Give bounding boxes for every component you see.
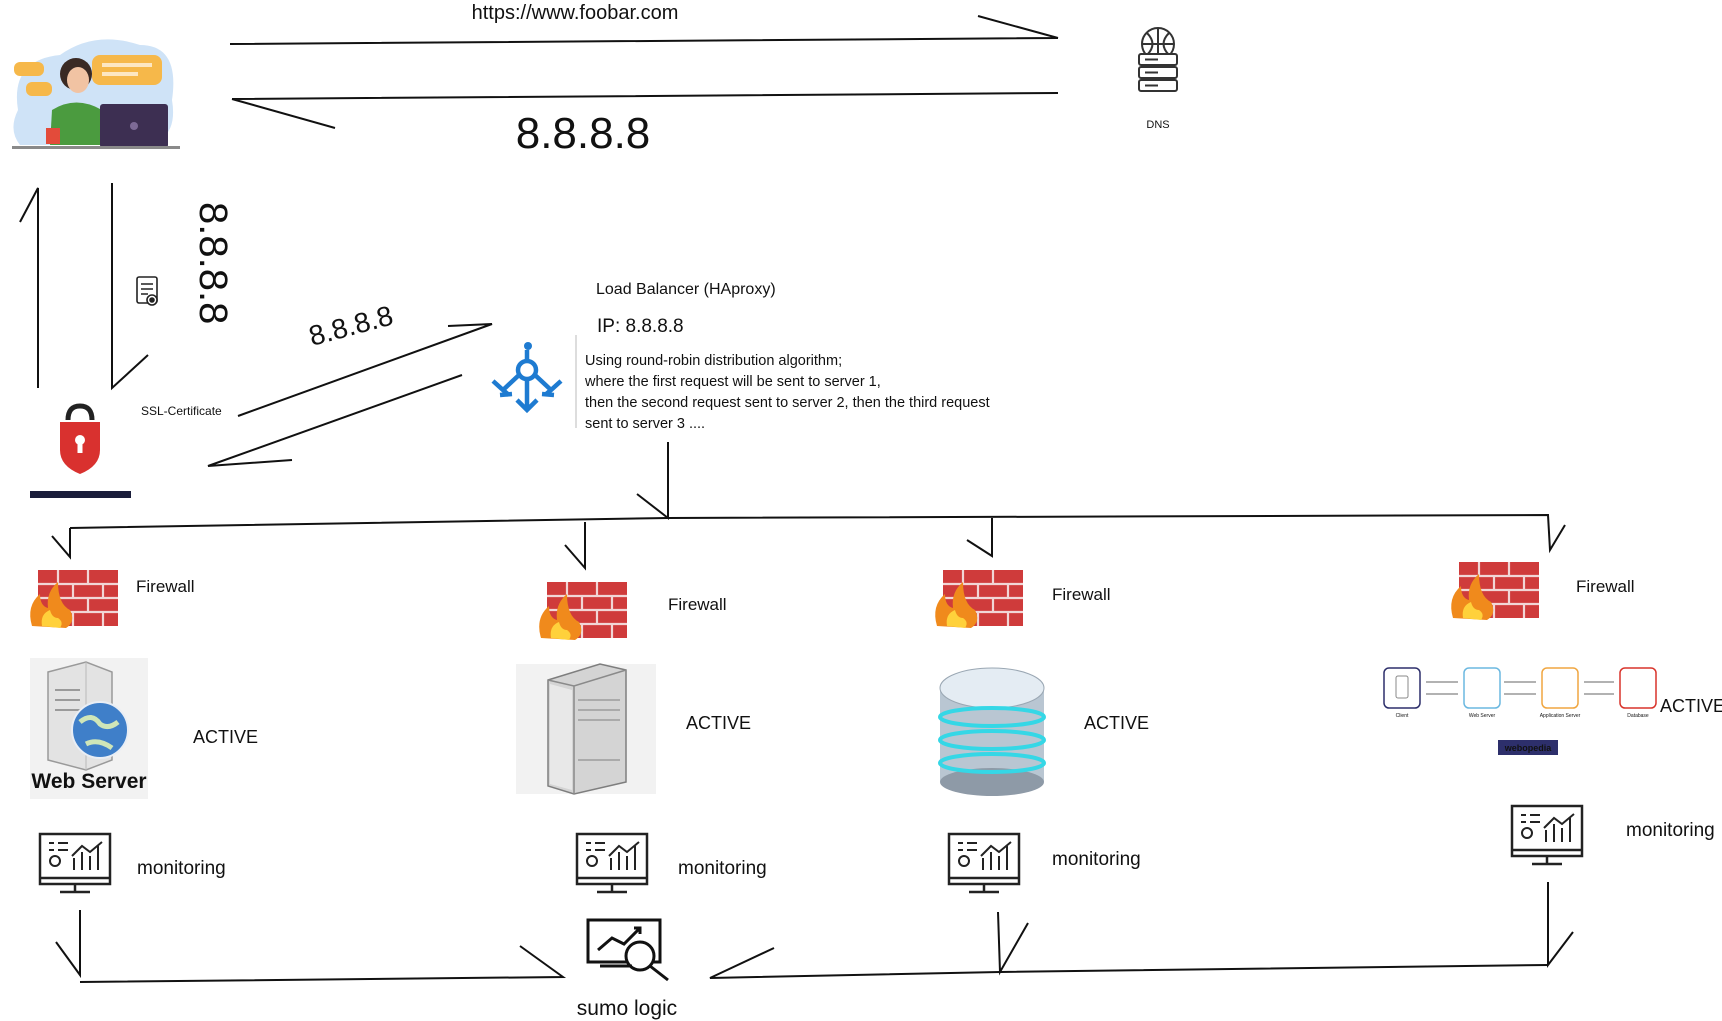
lb-down-arrow bbox=[636, 442, 669, 521]
firewall-3-icon bbox=[934, 568, 1025, 630]
app-label-app: Application Server bbox=[1540, 713, 1581, 719]
dns-label: DNS bbox=[1146, 119, 1169, 131]
monitoring-1-label: monitoring bbox=[137, 858, 226, 879]
monitoring-4-icon bbox=[1510, 804, 1584, 866]
lb-ip: IP: 8.8.8.8 bbox=[597, 316, 684, 337]
branch-2-arrow bbox=[564, 522, 586, 571]
lb-desc-line: sent to server 3 .... bbox=[585, 416, 705, 432]
dns-request-arrow bbox=[229, 15, 1059, 45]
sumo-right-arrow bbox=[709, 947, 1549, 979]
lb-desc-line: where the first request will be sent to … bbox=[584, 374, 881, 390]
mon4-down-arrow bbox=[1547, 882, 1574, 968]
server-3-status: ACTIVE bbox=[1084, 713, 1149, 733]
branch-3-arrow bbox=[966, 518, 993, 558]
web-server-icon: Web Server bbox=[30, 658, 148, 799]
app-label-client: Client bbox=[1396, 713, 1409, 719]
distribution-bus bbox=[69, 513, 1566, 554]
connection-lines bbox=[19, 15, 1574, 983]
load-balancer-icon bbox=[491, 342, 563, 414]
webopedia-brand: webopedia bbox=[1504, 743, 1553, 753]
client-down-arrow bbox=[111, 183, 149, 391]
dns-server-icon bbox=[1138, 27, 1178, 92]
server-2-status: ACTIVE bbox=[686, 713, 751, 733]
lb-desc-line: Using round-robin distribution algorithm… bbox=[585, 353, 842, 369]
mon1-down-arrow bbox=[55, 910, 81, 979]
dns-request-url: https://www.foobar.com bbox=[472, 2, 679, 24]
firewall-2-label: Firewall bbox=[668, 595, 727, 614]
database-server-icon bbox=[938, 667, 1046, 796]
mon3-down-arrow bbox=[997, 911, 1029, 976]
monitoring-2-icon bbox=[575, 832, 649, 894]
lb-desc-line: then the second request sent to server 2… bbox=[585, 395, 990, 411]
lb-request-arrow bbox=[237, 323, 493, 417]
branch-1-arrow bbox=[51, 528, 71, 560]
sumo-logic-icon bbox=[586, 918, 669, 982]
client-vertical-ip: 8.8.8.8 bbox=[191, 202, 235, 324]
lb-link-ip: 8.8.8.8 bbox=[306, 300, 397, 352]
firewall-2-icon bbox=[538, 580, 629, 642]
ssl-lock-shield-icon bbox=[30, 403, 131, 498]
dns-response-ip: 8.8.8.8 bbox=[516, 109, 651, 158]
sumo-left-arrow bbox=[79, 945, 567, 983]
app-label-web: Web Server bbox=[1469, 713, 1496, 719]
firewall-4-icon bbox=[1450, 560, 1541, 622]
client-user-illustration bbox=[12, 39, 180, 149]
firewall-3-label: Firewall bbox=[1052, 585, 1111, 604]
monitoring-1-icon bbox=[38, 832, 112, 894]
web-server-caption: Web Server bbox=[31, 770, 146, 793]
dns-response-arrow bbox=[231, 92, 1059, 129]
lb-response-arrow bbox=[207, 374, 463, 467]
three-tier-app-diagram: Client Web Server Application Server Dat… bbox=[1383, 667, 1657, 755]
monitoring-3-label: monitoring bbox=[1052, 849, 1141, 870]
monitoring-4-label: monitoring bbox=[1626, 820, 1715, 841]
server-1-status: ACTIVE bbox=[193, 727, 258, 747]
firewall-1-label: Firewall bbox=[136, 577, 195, 596]
sumo-logic-label: sumo logic bbox=[577, 997, 677, 1020]
ssl-label: SSL-Certificate bbox=[141, 404, 222, 418]
firewall-4-label: Firewall bbox=[1576, 577, 1635, 596]
server-4-status: ACTIVE bbox=[1660, 696, 1722, 716]
certificate-icon bbox=[136, 276, 158, 306]
client-up-arrow bbox=[19, 187, 39, 388]
firewall-1-icon bbox=[29, 568, 120, 630]
monitoring-2-label: monitoring bbox=[678, 858, 767, 879]
monitoring-3-icon bbox=[947, 832, 1021, 894]
app-label-db: Database bbox=[1627, 713, 1649, 719]
tower-server-icon bbox=[516, 663, 656, 795]
lb-title: Load Balancer (HAproxy) bbox=[596, 281, 776, 298]
